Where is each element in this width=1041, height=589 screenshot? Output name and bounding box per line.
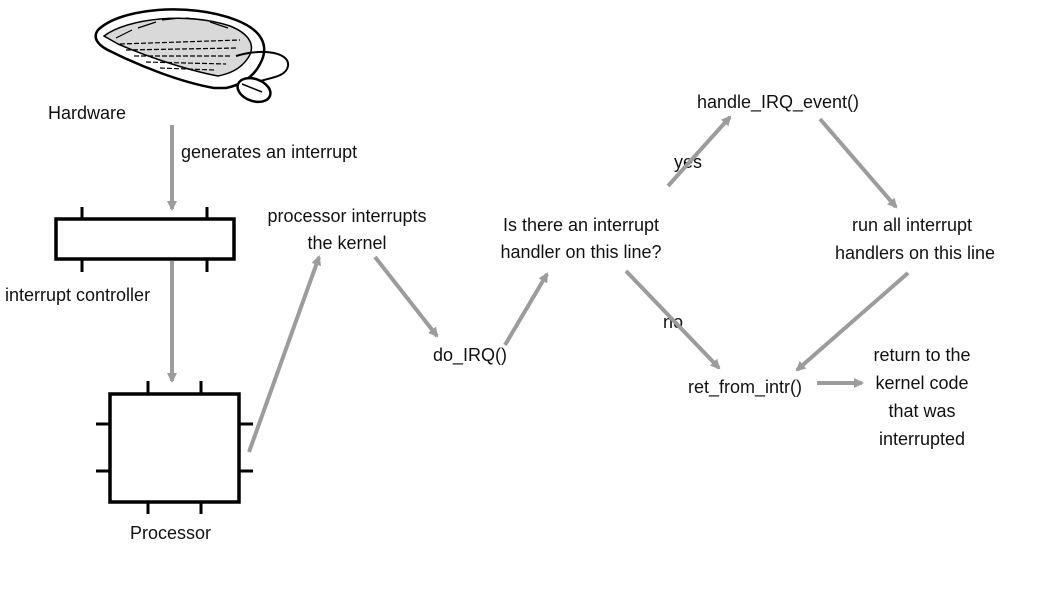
arrow-kernel-to-do-irq xyxy=(373,255,439,338)
run-all-label-2: handlers on this line xyxy=(835,243,995,263)
interrupt-controller-box xyxy=(54,207,236,272)
arrow-yes-to-handle-irq-event xyxy=(666,115,732,188)
question-label-2: handler on this line? xyxy=(500,242,661,262)
generates-label: generates an interrupt xyxy=(181,142,357,162)
keyboard-icon xyxy=(94,8,290,90)
arrow-no-to-ret-from-intr xyxy=(624,269,721,370)
hardware-label: Hardware xyxy=(48,103,126,123)
do-irq-label: do_IRQ() xyxy=(433,345,507,366)
arrow-handle-irq-event-to-run-all xyxy=(818,117,898,209)
ret-from-intr-label: ret_from_intr() xyxy=(688,377,802,398)
arrow-run-all-to-ret-from-intr xyxy=(795,271,910,372)
processor-interrupts-label-2: the kernel xyxy=(307,233,386,253)
question-label-1: Is there an interrupt xyxy=(503,215,659,235)
handle-irq-event-label: handle_IRQ_event() xyxy=(697,92,859,113)
arrow-do-irq-to-question xyxy=(503,272,549,347)
mouse-icon xyxy=(236,76,272,104)
processor-label: Processor xyxy=(130,523,211,543)
return-label-2: kernel code xyxy=(875,373,968,393)
interrupt-controller-label: interrupt controller xyxy=(5,285,150,305)
arrow-processor-to-kernel xyxy=(247,255,322,453)
return-label-1: return to the xyxy=(873,345,970,365)
run-all-label-1: run all interrupt xyxy=(852,215,972,235)
processor-interrupts-label-1: processor interrupts xyxy=(267,206,426,226)
return-label-4: interrupted xyxy=(879,429,965,449)
processor-box xyxy=(96,381,253,514)
return-label-3: that was xyxy=(888,401,955,421)
